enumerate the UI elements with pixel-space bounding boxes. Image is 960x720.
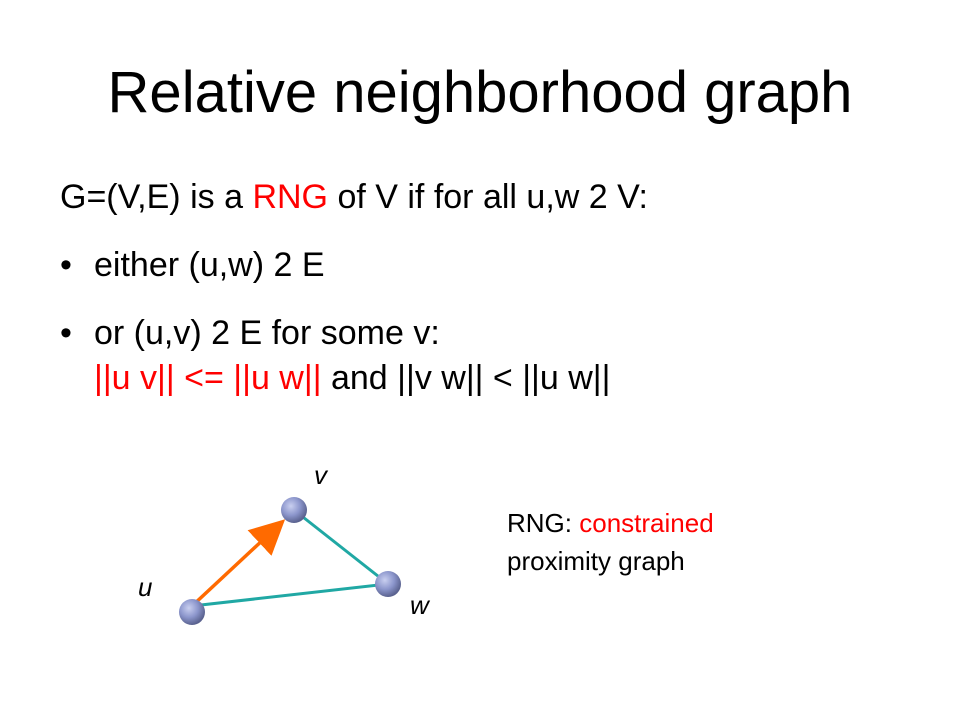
slide-title: Relative neighborhood graph: [107, 60, 853, 125]
bullet-text-or-line1: or (u,v) 2 E for some v:: [94, 314, 440, 352]
edge-v-w: [293, 508, 389, 586]
definition-text-before: G=(V,E) is a: [60, 178, 253, 216]
definition-line: G=(V,E) is a RNG of V if for all u,w 2 V…: [60, 174, 648, 220]
distance-condition-rest: and ||v w|| < ||u w||: [321, 359, 611, 397]
definition-text-after: of V if for all u,w 2 V:: [328, 178, 648, 216]
node-label-v: v: [314, 460, 329, 490]
node-label-w: w: [410, 590, 431, 620]
bullet-marker: •: [60, 246, 72, 284]
edge-u-v-arrow: [190, 519, 286, 608]
edge-u-w: [191, 582, 389, 608]
node-w: [375, 571, 401, 597]
node-u: [179, 599, 205, 625]
caption-line2: proximity graph: [507, 546, 685, 576]
node-v: [281, 497, 307, 523]
bullet-text-or-line2: ||u v|| <= ||u w|| and ||v w|| < ||u w||: [94, 355, 610, 401]
distance-condition-red: ||u v|| <= ||u w||: [94, 359, 322, 397]
caption-constrained: constrained: [579, 508, 714, 538]
bullet-text-either: either (u,w) 2 E: [94, 246, 325, 284]
bullet-marker: •: [60, 314, 72, 352]
caption-prefix: RNG:: [507, 508, 580, 538]
rng-caption: RNG: constrained proximity graph: [507, 504, 714, 580]
node-label-u: u: [138, 572, 152, 602]
definition-rng-highlight: RNG: [252, 178, 328, 216]
caption-line1: RNG: constrained: [507, 504, 714, 542]
